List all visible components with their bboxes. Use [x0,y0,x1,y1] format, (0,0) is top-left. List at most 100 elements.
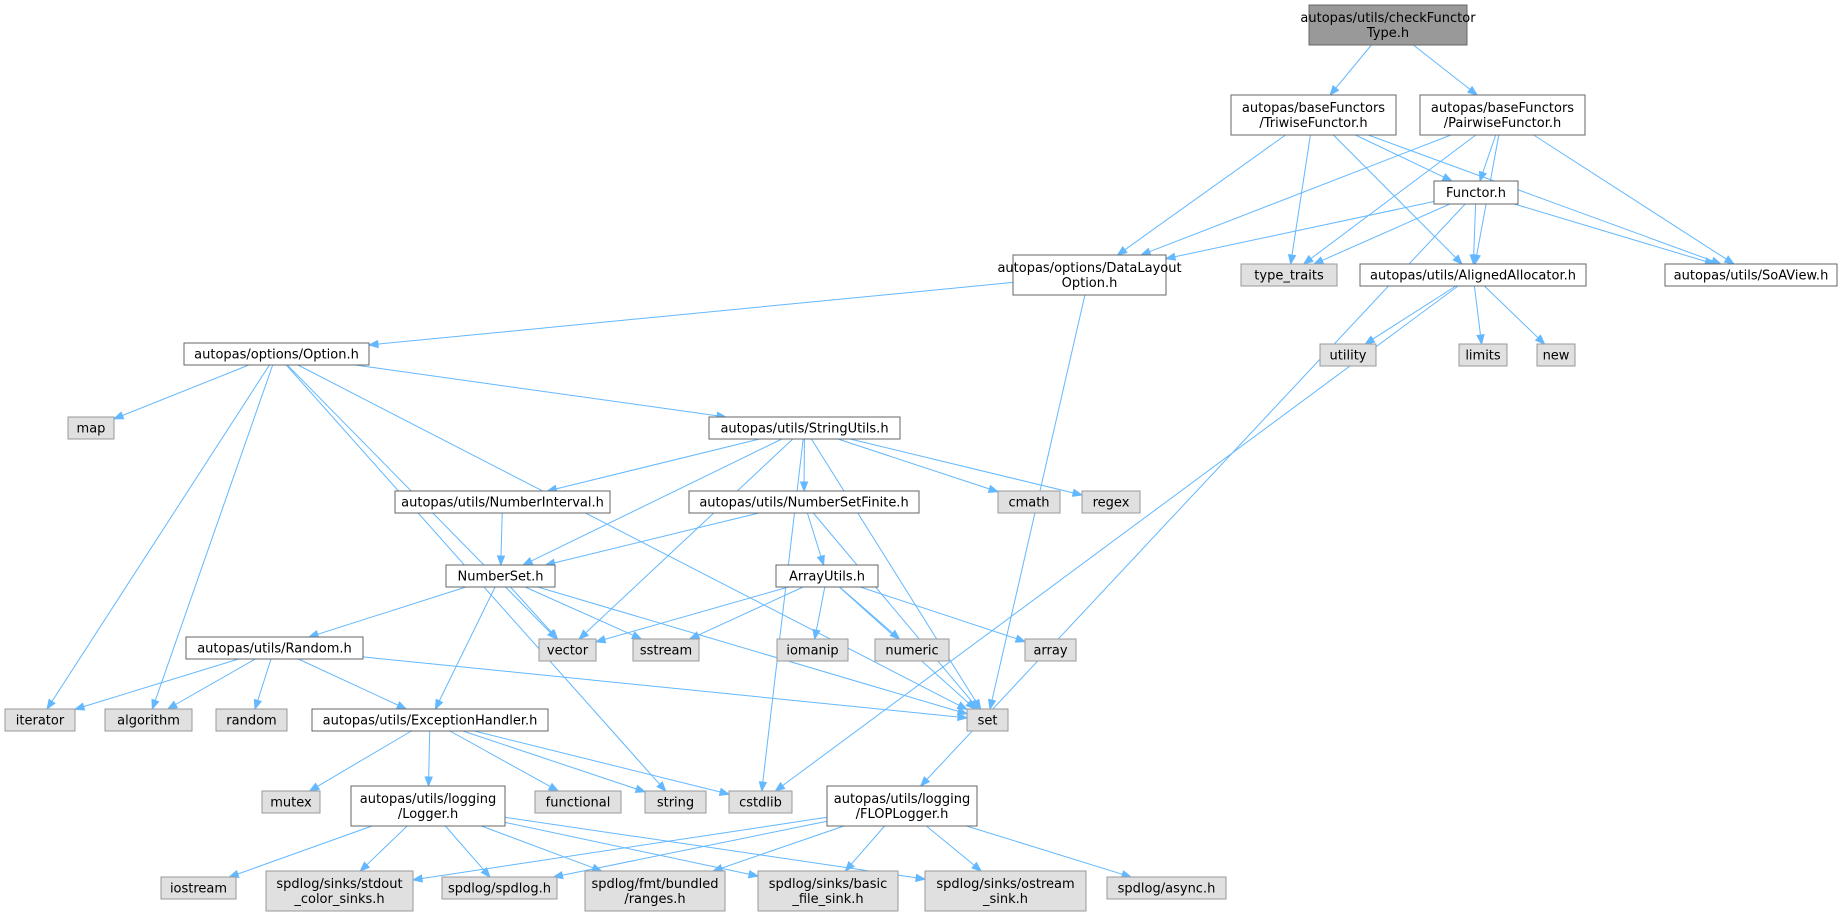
edge-arrowhead [1364,335,1376,345]
edge-line [1310,134,1477,260]
edge-pairwise-to-datalayout [1139,134,1452,256]
node-box [1024,638,1077,662]
node-label: string [657,796,694,811]
node-box [708,416,901,440]
edge-arrowhead [1534,334,1546,345]
node-box [775,564,879,588]
node-random_h[interactable]: autopas/utils/Random.h [185,636,364,660]
edge-floplogger-to-async [966,825,1133,879]
node-box [632,638,700,662]
node-label: /Logger.h [398,807,458,822]
edge-arrowhead [758,781,768,793]
node-basic_sink: spdlog/sinks/basic_file_sink.h [757,870,899,912]
edge-line [1291,134,1311,256]
edge-arrowhead [151,698,160,711]
edge-aligned-to-utility [1364,285,1457,345]
node-iterator: iterator [4,708,76,732]
node-label: /ranges.h [624,892,685,907]
node-label: utility [1330,349,1367,364]
node-box [584,870,726,912]
node-box [265,870,414,912]
node-numinterval[interactable]: autopas/utils/NumberInterval.h [394,490,611,514]
node-box [776,638,849,662]
node-array: array [1024,638,1077,662]
node-numberset[interactable]: NumberSet.h [445,564,556,588]
edge-triwise-to-soaview [1368,134,1723,265]
node-exception[interactable]: autopas/utils/ExceptionHandler.h [311,708,549,732]
edge-arrowhead [1116,246,1128,256]
edge-arrowhead [799,481,809,493]
edge-line [697,586,804,636]
node-label: algorithm [117,714,180,729]
edge-line [1372,285,1457,340]
node-box [874,638,950,662]
node-box [1536,343,1576,367]
edge-line [175,658,256,705]
node-iostream: iostream [160,876,237,900]
edge-line [504,821,750,875]
edge-line [926,203,1466,780]
node-numsetfinite[interactable]: autopas/utils/NumberSetFinite.h [688,490,920,514]
edge-arrowhead [718,787,731,796]
edge-line [500,512,503,557]
edge-arrowhead [308,782,321,792]
node-stringutils[interactable]: autopas/utils/StringUtils.h [708,416,901,440]
node-mutex: mutex [261,790,321,814]
edge-line [377,281,1014,345]
edge-datalayout-to-option [367,281,1014,349]
node-box [311,708,549,732]
node-label: autopas/utils/AlignedAllocator.h [1370,269,1576,284]
node-box [1106,876,1227,900]
node-label: spdlog/sinks/ostream [936,877,1074,892]
node-vector: vector [538,638,597,662]
edge-exception-to-string [462,730,647,793]
edge-stringutils-to-cmath [837,438,1000,493]
edge-line [510,586,552,633]
node-soaview[interactable]: autopas/utils/SoAView.h [1664,263,1838,287]
edge-triwise-to-datalayout [1116,134,1286,256]
node-box [966,708,1009,732]
node-box [826,785,978,827]
edge-triwise-to-functor [1355,134,1454,182]
node-triwise[interactable]: autopas/baseFunctors/TriwiseFunctor.h [1230,94,1397,136]
node-label: autopas/options/Option.h [194,348,359,363]
node-label: /FLOPLogger.h [856,807,949,822]
edge-line [604,586,789,640]
node-functor[interactable]: Functor.h [1433,180,1519,205]
edge-line [762,438,804,783]
edge-aligned-to-limits [1473,285,1485,346]
node-option[interactable]: autopas/options/Option.h [183,342,370,366]
node-floplogger[interactable]: autopas/utils/logging/FLOPLogger.h [826,785,978,827]
edge-arrowhead [411,874,423,883]
node-logger[interactable]: autopas/utils/logging/Logger.h [350,785,506,827]
node-pairwise[interactable]: autopas/baseFunctors/PairwiseFunctor.h [1419,94,1586,136]
node-label: autopas/baseFunctors [1431,101,1574,116]
node-box [534,790,622,814]
edge-arrowhead [919,776,931,788]
edge-line [850,825,885,865]
node-label: iterator [16,714,65,729]
edge-line [837,438,990,490]
edge-line [154,364,274,701]
edge-line [1533,134,1727,260]
node-async: spdlog/async.h [1106,876,1227,900]
node-arrayutils[interactable]: ArrayUtils.h [775,564,879,588]
node-box [1308,4,1468,46]
edge-line [297,364,960,706]
node-aligned[interactable]: autopas/utils/AlignedAllocator.h [1359,263,1587,287]
edge-line [555,438,760,490]
edge-line [1514,203,1706,262]
node-label: autopas/utils/NumberInterval.h [401,496,604,511]
edge-arrowhead [1287,254,1297,266]
edge-numsetfinite-to-arrayutils [806,512,825,567]
node-ranges: spdlog/fmt/bundled/ranges.h [584,870,726,912]
node-label: autopas/options/DataLayout [997,261,1181,276]
node-label: sstream [640,644,692,659]
edge-arrowhead [548,629,559,641]
edge-functor-to-floplogger [919,203,1466,788]
node-label: iomanip [786,644,838,659]
node-cstdlib: cstdlib [728,790,793,814]
